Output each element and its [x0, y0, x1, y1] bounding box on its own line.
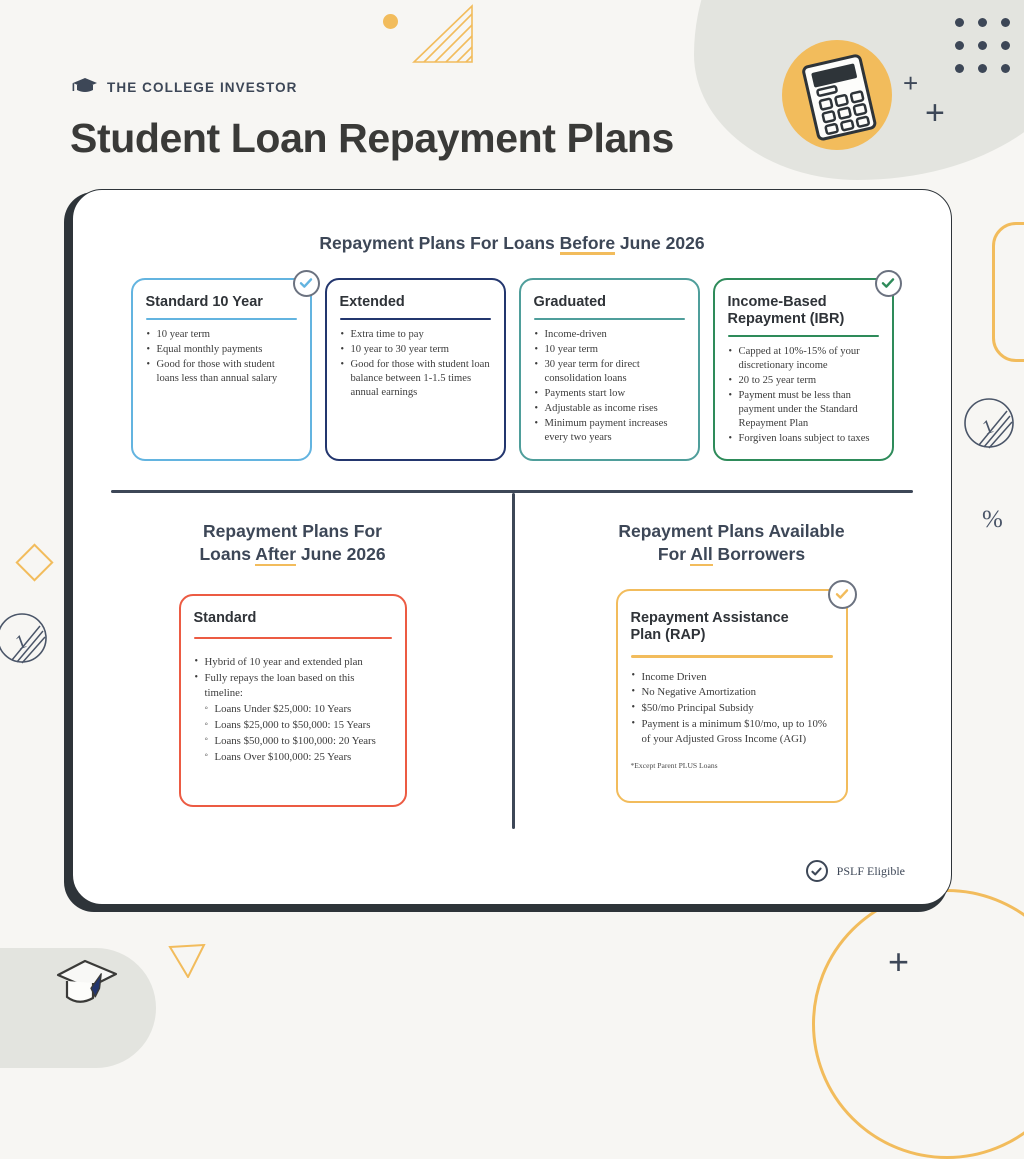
list-item: Loans $50,000 to $100,000: 20 Years	[194, 733, 392, 749]
card-bullet-list: Hybrid of 10 year and extended plan Full…	[194, 655, 392, 764]
pslf-check-badge	[292, 269, 320, 297]
brand-name: THE COLLEGE INVESTOR	[107, 80, 298, 95]
plus-sign-icon: +	[888, 941, 910, 982]
underlined-word-before: Before	[559, 233, 616, 255]
list-item: 10 year to 30 year term	[340, 343, 491, 357]
cards-before-june-2026: Standard 10 Year 10 year term Equal mont…	[73, 269, 951, 462]
graduation-cap-icon	[72, 76, 98, 99]
card-rule	[533, 317, 685, 321]
coin-icon: 1	[0, 612, 48, 664]
card-rule	[727, 334, 879, 338]
card-bullet-list: Extra time to pay 10 year to 30 year ter…	[340, 328, 491, 400]
card-bullet-list: Income-driven 10 year term 30 year term …	[534, 328, 685, 445]
card-standard-new[interactable]: Standard Hybrid of 10 year and extended …	[178, 593, 407, 807]
list-item: 30 year term for direct consolidation lo…	[534, 358, 685, 386]
list-item: Extra time to pay	[340, 328, 491, 342]
card-title: Graduated	[533, 293, 607, 310]
list-item: Good for those with student loans less t…	[146, 358, 297, 386]
pslf-check-badge	[874, 269, 902, 297]
card-rule	[193, 636, 392, 640]
check-icon	[835, 589, 849, 600]
yellow-dot-icon	[383, 14, 398, 29]
list-item: Good for those with student loan balance…	[340, 358, 491, 400]
list-item: Income-driven	[534, 328, 685, 342]
list-item: Payment is a minimum $10/mo, up to 10% o…	[631, 717, 833, 747]
vertical-divider	[512, 492, 515, 829]
page-title: Student Loan Repayment Plans	[70, 115, 674, 161]
check-icon	[299, 278, 313, 288]
list-item: 20 to 25 year term	[728, 374, 879, 388]
card-rule	[145, 317, 297, 321]
list-item: Payments start low	[534, 387, 685, 401]
list-item: Payment must be less than payment under …	[728, 389, 879, 431]
section-heading-after: Repayment Plans For Loans After June 202…	[199, 520, 386, 567]
list-item: Minimum payment increases every two year…	[534, 417, 685, 445]
card-repayment-assistance-plan[interactable]: Repayment Assistance Plan (RAP) Income D…	[615, 579, 857, 803]
calculator-circle-backdrop	[782, 40, 892, 150]
card-extended[interactable]: Extended Extra time to pay 10 year to 30…	[324, 277, 506, 462]
section-heading-all-borrowers: Repayment Plans Available For All Borrow…	[618, 520, 845, 567]
calculator-icon	[798, 51, 883, 141]
card-income-based-repayment[interactable]: Income-Based Repayment (IBR) Capped at 1…	[712, 269, 902, 462]
rounded-rect-outline-decor	[992, 222, 1024, 362]
list-item: No Negative Amortization	[631, 685, 833, 700]
underlined-word-after: After	[255, 544, 297, 567]
list-item: Hybrid of 10 year and extended plan	[194, 655, 392, 670]
card-graduated[interactable]: Graduated Income-driven 10 year term 30 …	[518, 277, 700, 462]
list-item: Income Driven	[631, 669, 833, 685]
card-footnote: *Except Parent PLUS Loans	[630, 761, 718, 771]
hatched-triangle-icon	[410, 4, 476, 66]
list-item: Forgiven loans subject to taxes	[728, 432, 879, 446]
card-bullet-list: Income Driven No Negative Amortization $…	[631, 669, 833, 747]
yellow-circle-arc-decor	[812, 889, 1024, 1159]
triangle-outline-icon	[168, 943, 206, 980]
list-item: 10 year term	[534, 343, 685, 357]
card-title: Income-Based Repayment (IBR)	[727, 293, 845, 327]
card-title: Repayment Assistance Plan (RAP)	[630, 609, 789, 643]
pslf-legend-label: PSLF Eligible	[836, 863, 905, 878]
underlined-word-all: All	[690, 544, 713, 567]
card-bullet-list: Capped at 10%-15% of your discretionary …	[728, 345, 879, 446]
list-item: 10 year term	[146, 328, 297, 342]
card-title: Standard 10 Year	[145, 293, 263, 310]
list-item: Adjustable as income rises	[534, 402, 685, 416]
card-title: Standard	[193, 609, 257, 626]
list-item: Capped at 10%-15% of your discretionary …	[728, 345, 879, 373]
background-blob-bottom-left	[0, 948, 156, 1068]
percent-symbol-icon: %	[982, 506, 1003, 533]
list-item: Loans Under $25,000: 10 Years	[194, 702, 392, 717]
bottom-sections: Repayment Plans For Loans After June 202…	[73, 492, 951, 829]
card-rule	[630, 655, 833, 658]
card-rule	[339, 317, 491, 321]
background-blob-top-right	[694, 0, 1024, 180]
main-panel: Repayment Plans For Loans Before June 20…	[72, 189, 952, 905]
yellow-diamond-icon	[15, 543, 54, 582]
list-item: $50/mo Principal Subsidy	[631, 701, 833, 716]
list-item: Loans $25,000 to $50,000: 15 Years	[194, 718, 392, 733]
list-item: Fully repays the loan based on this time…	[194, 671, 392, 701]
list-item: Equal monthly payments	[146, 343, 297, 357]
coin-icon: 1	[963, 397, 1015, 449]
section-all-borrowers: Repayment Plans Available For All Borrow…	[512, 493, 951, 807]
dot-grid-icon	[955, 18, 1011, 74]
card-title: Extended	[339, 293, 405, 310]
check-circle-icon	[805, 860, 828, 882]
section-heading-before: Repayment Plans For Loans Before June 20…	[319, 233, 705, 255]
card-bullet-list: 10 year term Equal monthly payments Good…	[146, 328, 297, 386]
svg-text:1: 1	[13, 630, 30, 654]
pslf-legend: PSLF Eligible	[805, 860, 905, 882]
horizontal-divider	[111, 490, 913, 493]
list-item: Loans Over $100,000: 25 Years	[194, 749, 392, 765]
svg-text:1: 1	[980, 415, 997, 439]
plus-sign-icon: +	[903, 68, 919, 98]
section-after-june-2026: Repayment Plans For Loans After June 202…	[73, 493, 512, 807]
check-icon	[881, 278, 895, 288]
plus-sign-icon: +	[925, 94, 945, 132]
graduation-cap-icon	[52, 958, 124, 1010]
card-standard-10-year[interactable]: Standard 10 Year 10 year term Equal mont…	[130, 269, 320, 462]
pslf-check-badge	[827, 579, 857, 609]
brand-logo: THE COLLEGE INVESTOR	[72, 76, 298, 99]
